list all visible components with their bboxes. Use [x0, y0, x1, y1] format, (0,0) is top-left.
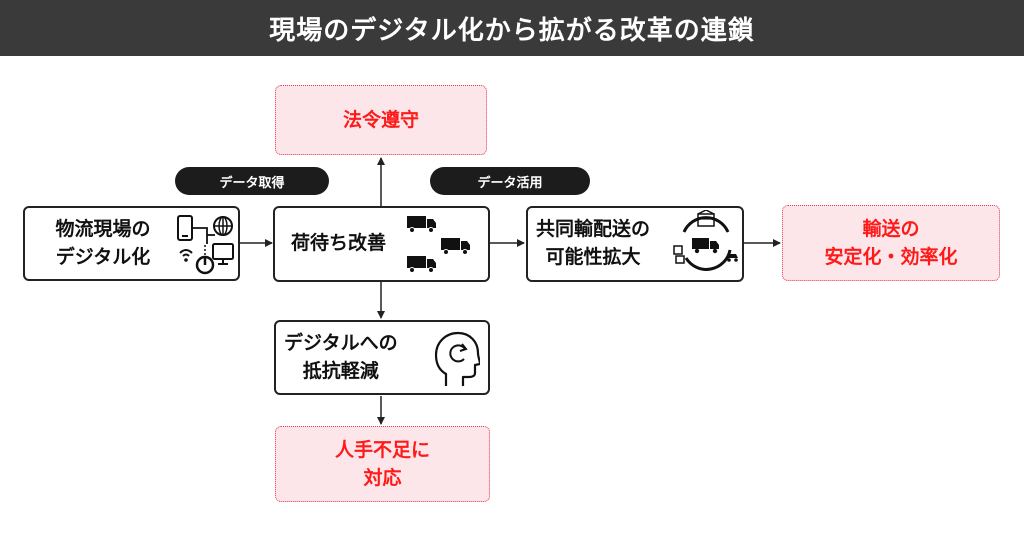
node-joint-delivery: 共同輸配送の 可能性拡大	[526, 206, 744, 282]
node-waiting-improvement: 荷待ち改善	[273, 206, 490, 282]
outcome-stabilization-line-1: 輸送の	[862, 217, 920, 240]
outcome-labor-line-1: 人手不足に	[334, 438, 430, 461]
label-data-utilization: データ活用	[430, 167, 590, 195]
node-joint-line-2: 可能性拡大	[545, 246, 641, 268]
outcome-compliance: 法令遵守	[275, 85, 487, 155]
head-mind-icon	[434, 331, 480, 386]
node-resistance-reduction: デジタルへの 抵抗軽減	[274, 320, 490, 395]
node-resistance-line-1: デジタルへの	[284, 331, 398, 354]
node-digitalization-line-1: 物流現場の	[55, 217, 151, 240]
outcome-labor-shortage: 人手不足に 対応	[275, 426, 490, 502]
node-resistance-line-2: 抵抗軽減	[302, 359, 379, 382]
outcome-stabilization: 輸送の 安定化・効率化	[782, 205, 1000, 281]
shared-delivery-cycle-icon	[673, 210, 738, 271]
page-title: 現場のデジタル化から拡がる改革の連鎖	[0, 0, 1024, 56]
node-waiting-line-1: 荷待ち改善	[291, 232, 387, 255]
trucks-icon	[407, 216, 470, 273]
node-joint-line-1: 共同輸配送の	[536, 218, 651, 241]
outcome-compliance-line-1: 法令遵守	[342, 108, 419, 131]
devices-network-icon	[177, 215, 234, 275]
node-digitalization: 物流現場の デジタル化	[23, 206, 240, 281]
outcome-labor-line-2: 対応	[363, 467, 402, 489]
node-digitalization-line-2: デジタル化	[55, 245, 151, 268]
outcome-stabilization-line-2: 安定化・効率化	[824, 246, 958, 268]
label-data-acquisition: データ取得	[175, 167, 329, 195]
